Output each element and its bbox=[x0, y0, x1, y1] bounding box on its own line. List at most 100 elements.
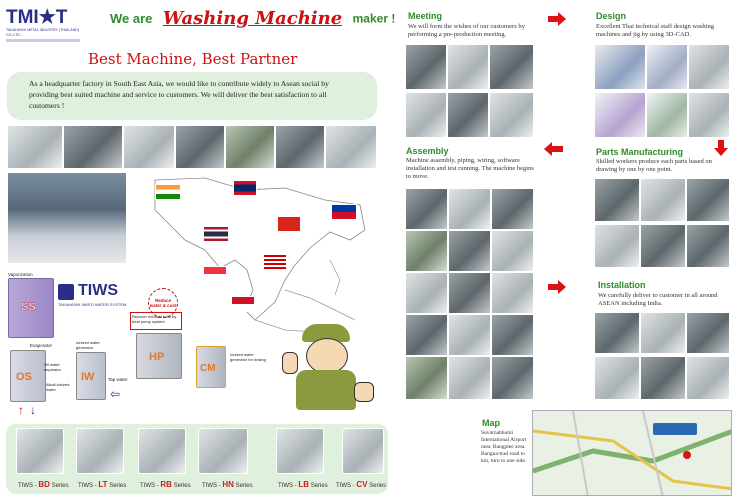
series-hn-label: TIWS - HN Series bbox=[202, 480, 253, 489]
series-lt-label: TIWS - LT Series bbox=[78, 480, 127, 489]
series-hn-photo bbox=[198, 428, 248, 474]
design-photo-2 bbox=[646, 44, 688, 90]
arrow-right-icon bbox=[548, 12, 566, 26]
arrow-right-icon-2 bbox=[548, 280, 566, 294]
factory-photo-6 bbox=[275, 125, 325, 169]
we-are-text: We are bbox=[110, 11, 153, 26]
location-map bbox=[532, 410, 732, 496]
series-band bbox=[6, 424, 388, 494]
ss-unit: SS bbox=[8, 278, 54, 338]
assembly-photo-7 bbox=[405, 272, 448, 314]
assembly-photo-14 bbox=[448, 356, 491, 400]
meeting-photo-6 bbox=[489, 92, 534, 138]
meeting-photo-4 bbox=[405, 92, 447, 138]
parts-photo-2 bbox=[640, 178, 686, 222]
assembly-title: Assembly bbox=[406, 146, 449, 156]
parts-title: Parts Manufacturing bbox=[596, 147, 684, 157]
intro-text: As a headquarter factory in South East A… bbox=[29, 79, 329, 110]
cm-desc: Ionized water generator for rinsing bbox=[230, 352, 266, 362]
assembly-photo-6 bbox=[491, 230, 534, 272]
asia-map-outline bbox=[154, 177, 366, 333]
header-tagline: We are Washing Machine maker ! bbox=[110, 8, 395, 34]
meeting-photo-2 bbox=[447, 44, 489, 90]
ionized-label: Ionized water generator bbox=[76, 340, 100, 350]
map-pin-icon bbox=[683, 451, 691, 459]
factory-photo-2 bbox=[63, 125, 123, 169]
parts-text: Skilled workers produce each parts based… bbox=[596, 158, 712, 173]
series-lb-photo bbox=[276, 428, 324, 474]
design-photo-1 bbox=[594, 44, 646, 90]
asia-map bbox=[135, 170, 375, 340]
cm-unit: CM bbox=[196, 346, 226, 388]
tip-sign bbox=[653, 423, 697, 435]
meeting-title: Meeting bbox=[408, 11, 443, 21]
design-photo-5 bbox=[646, 92, 688, 138]
assembly-photo-9 bbox=[491, 272, 534, 314]
worker-mascot bbox=[282, 322, 378, 414]
philippines-flag bbox=[331, 204, 357, 220]
thailand-flag bbox=[203, 226, 229, 242]
assembly-text: Machine assembly, piping, wiring, softwa… bbox=[406, 157, 534, 180]
design-text: Excellent Thai technical staff design wa… bbox=[596, 23, 714, 38]
installation-photo-5 bbox=[640, 356, 686, 400]
series-bd-label: TIWS - BD Series bbox=[18, 480, 69, 489]
installation-photo-4 bbox=[594, 356, 640, 400]
logo-subtitle: TAKAHASHI METAL INDUSTRY (THAILAND) CO.,… bbox=[6, 28, 80, 37]
washing-machine-text: Washing Machine bbox=[162, 8, 343, 29]
assembly-photo-4 bbox=[405, 230, 448, 272]
installation-photo-3 bbox=[686, 312, 730, 354]
tiws-title: TIWS bbox=[78, 282, 118, 299]
design-photo-6 bbox=[688, 92, 730, 138]
installation-text: We carefully deliver to customer in all … bbox=[598, 292, 718, 307]
series-bd-photo bbox=[16, 428, 64, 474]
factory-photo-3 bbox=[123, 125, 175, 169]
intro-box: As a headquarter factory in South East A… bbox=[7, 72, 377, 120]
assembly-photo-3 bbox=[491, 188, 534, 230]
assembly-photo-1 bbox=[405, 188, 448, 230]
evaporator-label: Evaporator bbox=[30, 343, 53, 348]
meeting-photo-3 bbox=[489, 44, 534, 90]
factory-photo-5 bbox=[225, 125, 275, 169]
oil-separator-label: Oil water separator bbox=[44, 362, 61, 372]
logo-text: TMI★T bbox=[6, 7, 68, 28]
reduce-badge: Reduce water & cost bbox=[148, 288, 178, 318]
company-logo: TMI★T TAKAHASHI METAL INDUSTRY (THAILAND… bbox=[6, 8, 94, 42]
map-title: Map bbox=[482, 418, 500, 428]
tiws-brand: TIWS TAKAHASHI INKED WATER SYSTEM bbox=[58, 282, 168, 310]
os-unit: OS bbox=[10, 350, 46, 402]
arrow-left-icon bbox=[544, 142, 564, 156]
design-title: Design bbox=[596, 11, 627, 21]
slogan: Best Machine, Best Partner bbox=[88, 50, 298, 68]
factory-photo-4 bbox=[175, 125, 225, 169]
assembly-photo-2 bbox=[448, 188, 491, 230]
maker-text: maker ! bbox=[352, 11, 396, 26]
assembly-photo-15 bbox=[491, 356, 534, 400]
design-photo-4 bbox=[594, 92, 646, 138]
singapore-flag bbox=[203, 266, 227, 282]
assembly-photo-13 bbox=[405, 356, 448, 400]
installation-photo-1 bbox=[594, 312, 640, 354]
parts-photo-1 bbox=[594, 178, 640, 222]
vaporization-label: Vaporization bbox=[8, 272, 33, 277]
laos-flag bbox=[233, 180, 257, 196]
assembly-photo-10 bbox=[405, 314, 448, 356]
series-cv-label: TIWS - CV Series bbox=[336, 480, 387, 489]
series-lb-label: TIWS - LB Series bbox=[278, 480, 328, 489]
group-photo bbox=[7, 172, 127, 264]
parts-photo-6 bbox=[686, 224, 730, 268]
hp-label-box: Recover exhaust heat by heat pump system bbox=[130, 312, 182, 330]
meeting-photo-5 bbox=[447, 92, 489, 138]
iw-unit: IW bbox=[76, 352, 106, 400]
indonesia-flag bbox=[231, 296, 255, 312]
series-rb-label: TIWS - RB Series bbox=[140, 480, 191, 489]
installation-photo-2 bbox=[640, 312, 686, 354]
parts-photo-5 bbox=[640, 224, 686, 268]
assembly-photo-5 bbox=[448, 230, 491, 272]
tap-water-label: Tap water bbox=[108, 377, 128, 382]
series-lt-photo bbox=[76, 428, 124, 474]
india-flag bbox=[155, 184, 181, 200]
installation-photo-6 bbox=[686, 356, 730, 400]
installation-title: Installation bbox=[598, 280, 646, 290]
series-cv-photo bbox=[342, 428, 384, 474]
parts-photo-3 bbox=[686, 178, 730, 222]
